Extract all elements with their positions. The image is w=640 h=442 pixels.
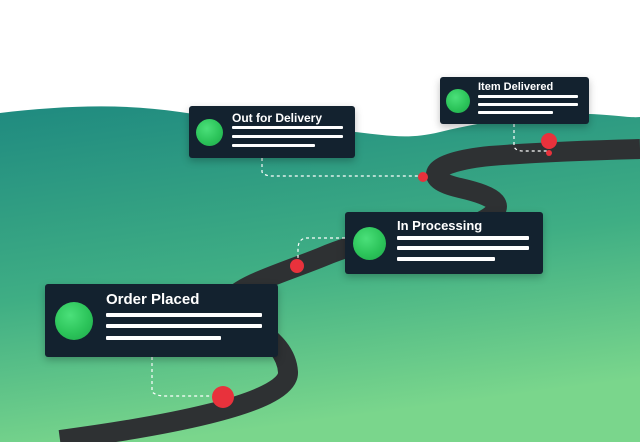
- marker-delivered: [541, 133, 557, 149]
- step-title: In Processing: [397, 218, 483, 233]
- text-placeholder-line: [232, 135, 343, 138]
- step-card-in-processing: In Processing: [345, 212, 543, 274]
- marker-order: [212, 386, 234, 408]
- text-placeholder-line: [397, 257, 495, 261]
- text-placeholder-line: [106, 324, 262, 328]
- step-card-out-for-delivery: Out for Delivery: [189, 106, 355, 158]
- marker-processing: [290, 259, 304, 273]
- status-dot-icon: [353, 227, 386, 260]
- connector-order: [151, 357, 234, 408]
- connector-delivery: [261, 158, 428, 182]
- step-title: Item Delivered: [478, 81, 554, 93]
- marker-delivery: [418, 172, 428, 182]
- marker-delivered-point: [546, 150, 552, 156]
- text-placeholder-line: [397, 246, 529, 250]
- text-placeholder-line: [478, 103, 578, 106]
- step-card-item-delivered: Item Delivered: [440, 77, 589, 124]
- text-placeholder-line: [397, 236, 529, 240]
- text-placeholder-line: [106, 313, 262, 317]
- status-dot-icon: [196, 119, 223, 146]
- text-placeholder-line: [232, 144, 315, 147]
- text-placeholder-line: [478, 95, 578, 98]
- connector-processing: [290, 237, 345, 273]
- status-dot-icon: [446, 89, 470, 113]
- connector-delivered: [513, 124, 557, 156]
- text-placeholder-line: [232, 126, 343, 129]
- status-dot-icon: [55, 302, 93, 340]
- text-placeholder-line: [106, 336, 221, 340]
- text-placeholder-line: [478, 111, 553, 114]
- step-title: Order Placed: [106, 291, 200, 308]
- step-card-order-placed: Order Placed: [45, 284, 278, 357]
- step-title: Out for Delivery: [232, 111, 323, 125]
